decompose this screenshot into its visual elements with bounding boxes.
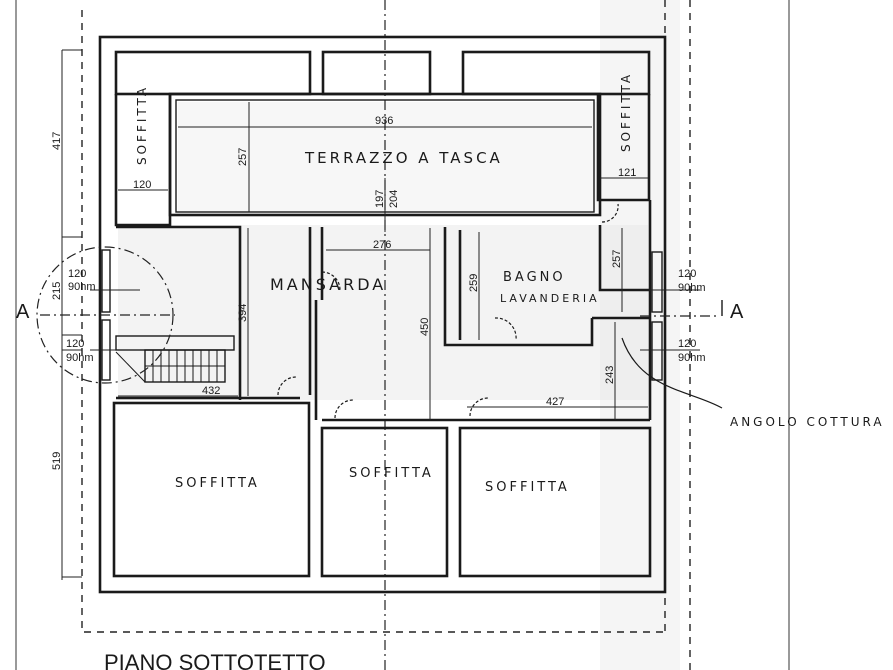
- drawing-title: PIANO SOTTOTETTO: [104, 650, 326, 670]
- dim-259: 259: [468, 274, 480, 292]
- door-stair-room: [277, 376, 297, 396]
- soffitta-right-strip: [596, 94, 651, 202]
- window-right-upper: [651, 251, 663, 313]
- room-label-soffitta-bottom-center: SOFFITTA: [349, 466, 434, 481]
- dim-197: 197: [374, 190, 386, 208]
- dim-432: 432: [202, 385, 220, 397]
- window-right-upper-width: 120: [678, 268, 696, 280]
- wall-bathroom-left: [443, 227, 555, 347]
- window-right-lower-height: 90hm: [678, 352, 706, 364]
- soffitta-top-center-box: [321, 50, 432, 96]
- room-label-lavanderia: LAVANDERIA: [500, 292, 600, 305]
- window-left-lower-width: 120: [66, 338, 84, 350]
- wall-stair-room: [116, 225, 242, 400]
- dim-204: 204: [388, 190, 400, 208]
- door-terrace: [601, 203, 619, 223]
- stair-detail-circle: [36, 246, 174, 384]
- door-soffitta-center: [334, 399, 354, 419]
- label-angolo-cottura: ANGOLO COTTURA: [730, 415, 885, 429]
- dim-120-left: 120: [133, 179, 151, 191]
- dim-450: 450: [419, 318, 431, 336]
- staircase: [115, 335, 235, 383]
- window-left-lower-height: 90hm: [66, 352, 94, 364]
- door-bathroom: [494, 317, 517, 341]
- soffitta-bottom-right-box: [458, 426, 652, 578]
- window-right-lower-width: 120: [678, 338, 696, 350]
- soffitta-bottom-left-box: [112, 401, 311, 578]
- room-label-soffitta-bottom-left: SOFFITTA: [175, 476, 260, 491]
- wall-kitchen-step: [555, 318, 594, 347]
- dim-519: 519: [51, 452, 63, 470]
- dim-215: 215: [51, 282, 63, 300]
- shaded-floor: [118, 0, 680, 670]
- window-left-upper-width: 120: [68, 268, 86, 280]
- dim-257-right: 257: [611, 250, 623, 268]
- room-label-bagno: BAGNO: [503, 270, 566, 285]
- room-label-soffitta-right-top: SOFFITTA: [619, 72, 633, 152]
- dim-427: 427: [546, 396, 564, 408]
- room-label-terrazzo: TERRAZZO A TASCA: [304, 149, 503, 167]
- dim-394: 394: [237, 304, 249, 322]
- dim-121-right: 121: [618, 167, 636, 179]
- angolo-cottura-leader: [621, 337, 723, 409]
- window-left-upper-height: 90hm: [68, 281, 96, 293]
- section-marker-left: A: [16, 301, 30, 323]
- dimension-lines: [61, 49, 700, 580]
- room-label-soffitta-bottom-right: SOFFITTA: [485, 480, 570, 495]
- door-soffitta-right: [469, 397, 489, 417]
- dim-257-terrace: 257: [237, 148, 249, 166]
- window-left-upper: [101, 249, 111, 313]
- dim-417: 417: [51, 132, 63, 150]
- window-right-upper-height: 90hm: [678, 282, 706, 294]
- room-label-soffitta-left-top: SOFFITTA: [135, 85, 149, 165]
- dim-936: 936: [375, 115, 393, 127]
- door-mansarda: [321, 271, 341, 291]
- soffitta-bottom-center-box: [320, 426, 449, 578]
- section-marker-right: A: [730, 301, 744, 323]
- dim-276: 276: [373, 239, 391, 251]
- wall-bathroom-right: [598, 225, 650, 292]
- dim-243: 243: [604, 366, 616, 384]
- room-label-mansarda: MANSARDA: [270, 275, 386, 294]
